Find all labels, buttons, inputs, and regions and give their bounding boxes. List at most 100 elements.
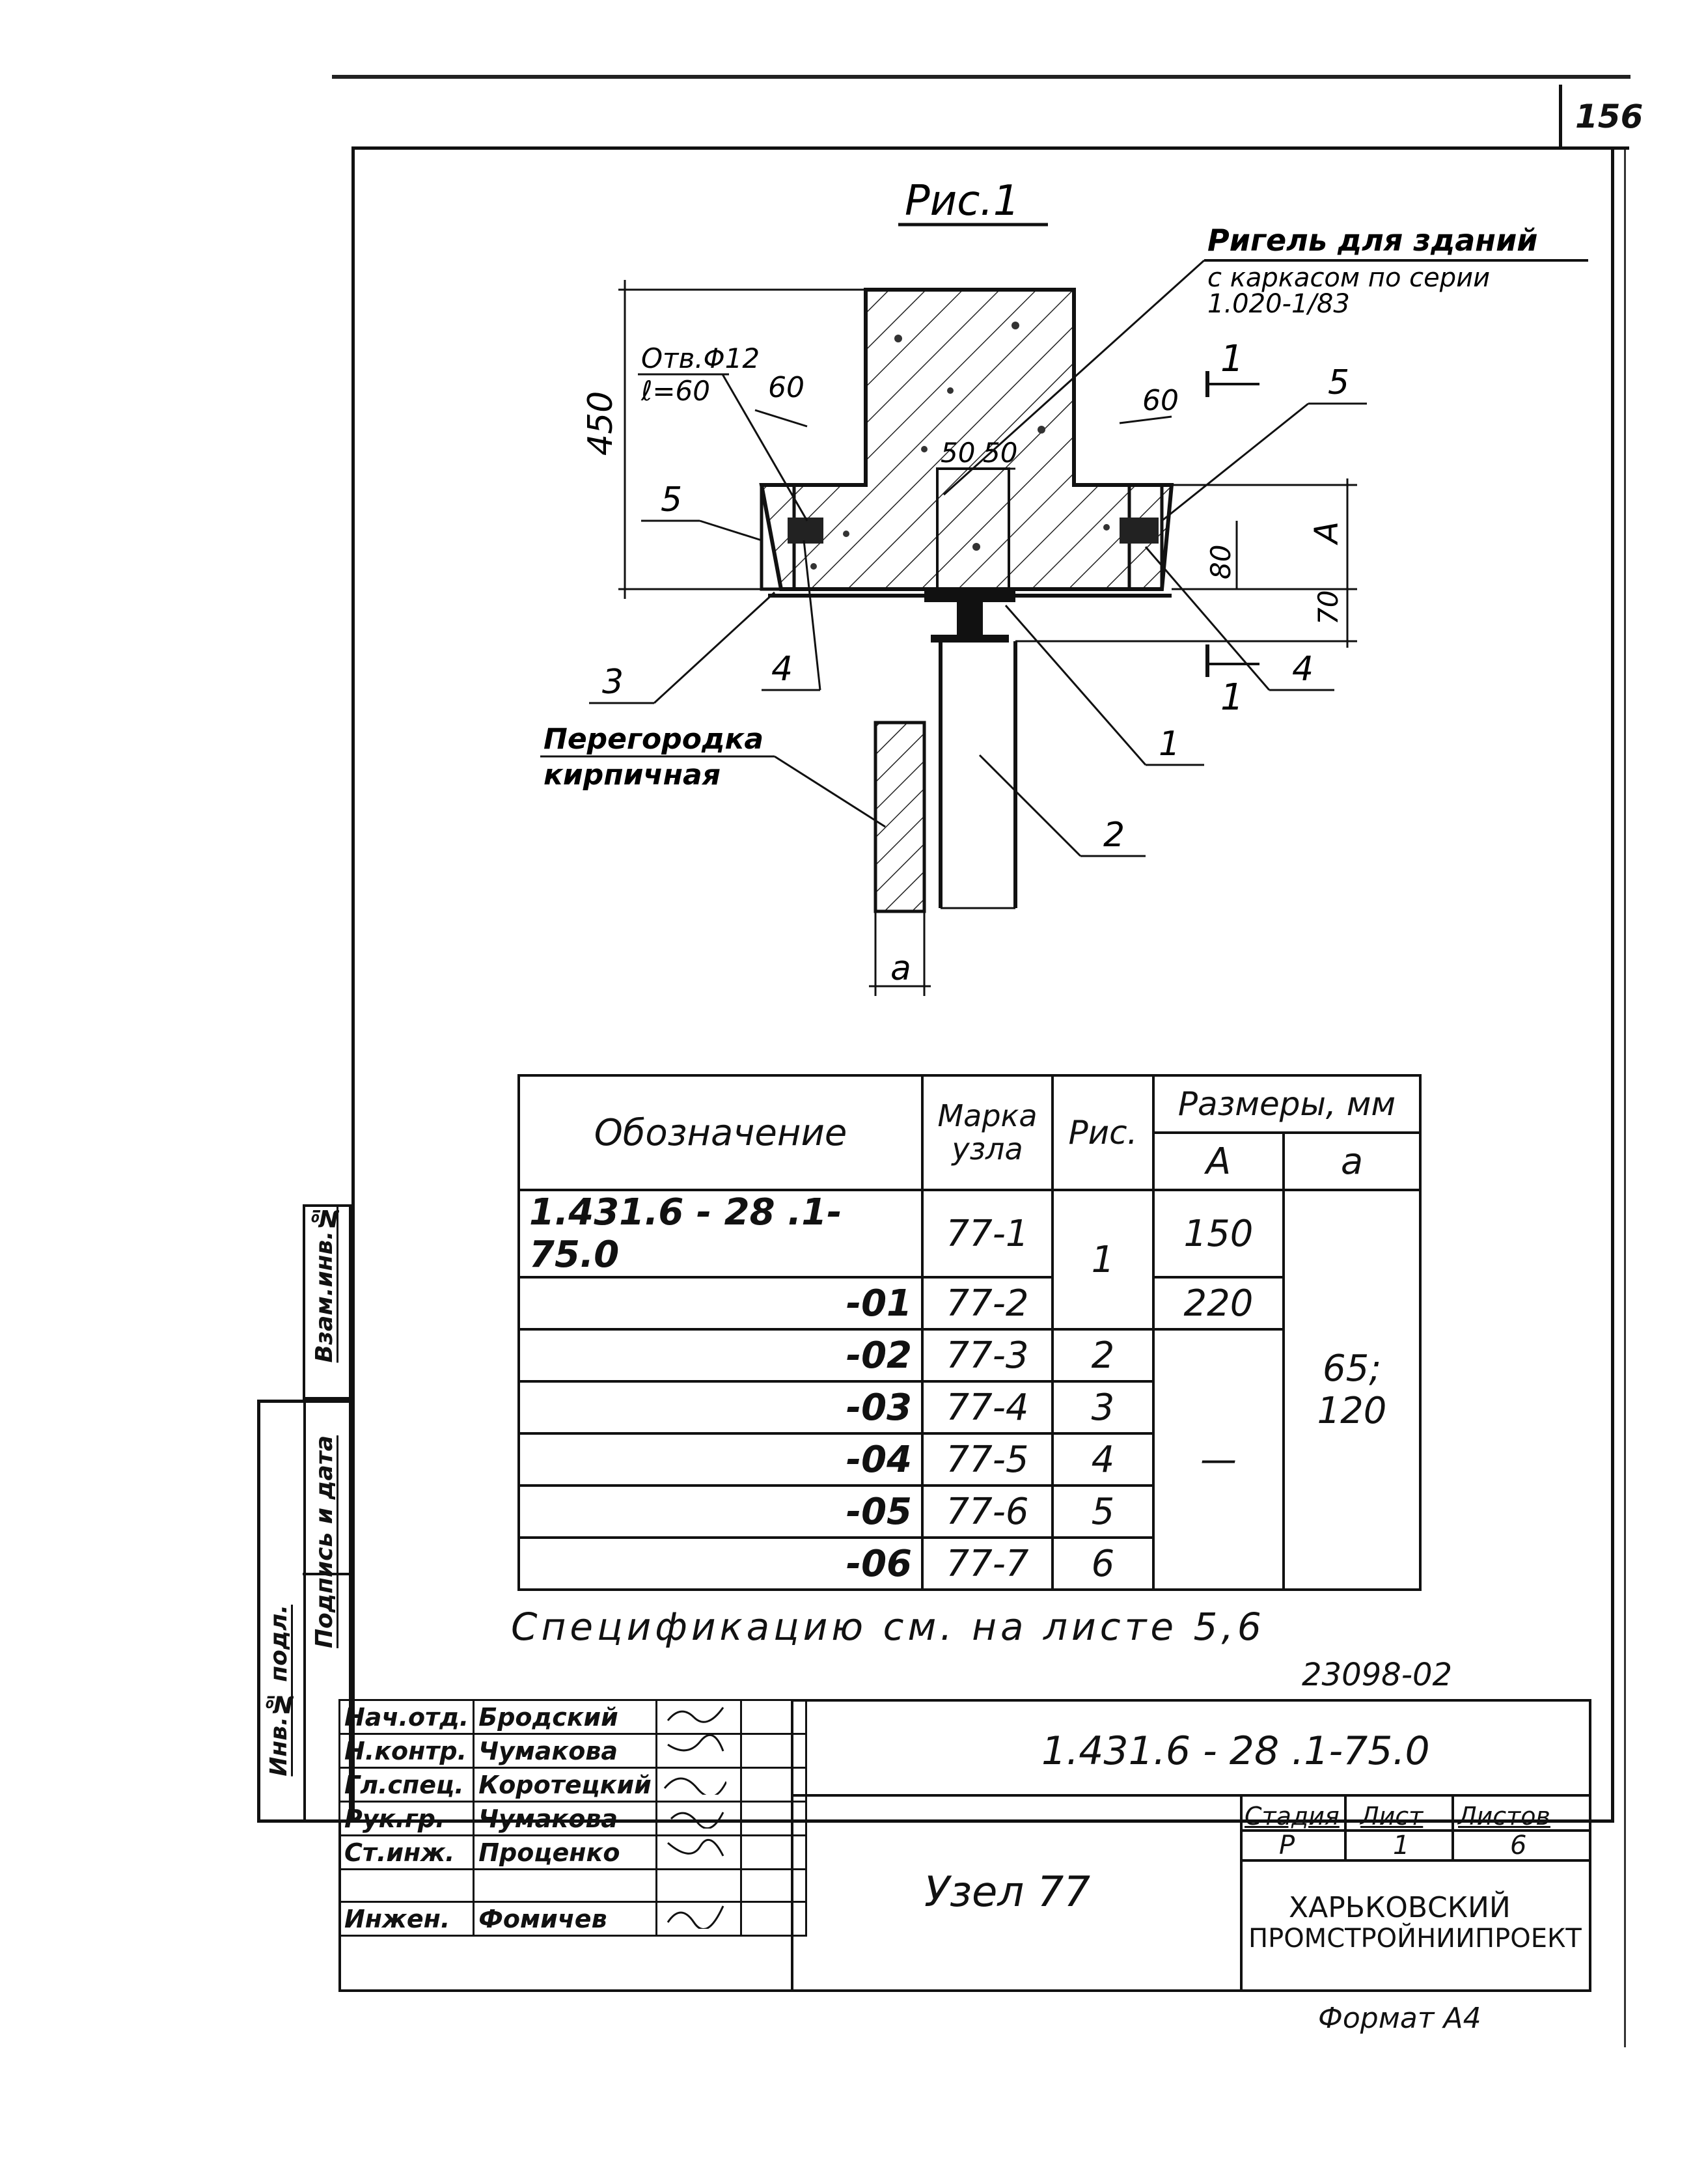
partition-label-1: Перегородка [543,723,764,756]
page-number: 156 [1575,98,1644,135]
row-mark: 77-5 [921,1432,1054,1487]
dim-50-a: 50 [941,437,975,469]
row-mark: 77-2 [921,1276,1054,1331]
row-mark: 77-6 [921,1484,1054,1539]
staff-role: Инжен. [338,1901,475,1937]
header-designation: Обозначение [517,1074,924,1191]
staff-role [338,1868,475,1903]
dim-70: 70 [1312,590,1344,625]
table-row: -01 77-2 220 [517,1276,1420,1331]
header-fig: Рис. [1051,1074,1155,1191]
partition-label-2: кирпичная [543,758,721,792]
dim-50-b: 50 [983,437,1017,469]
sheets-value: 6 [1510,1831,1527,1860]
callout-1: 1 [1159,725,1180,764]
row-fig: 2 [1051,1328,1155,1383]
row-fig: 4 [1051,1432,1155,1487]
rigel-sub-2: 1.020-1/83 [1207,289,1350,319]
side-col-inv [260,1403,306,1819]
row-code: -03 [517,1380,924,1435]
table-row: -02 77-3 2 — [517,1328,1420,1591]
row-fig: 6 [1051,1536,1155,1591]
staff-name [473,1868,657,1903]
side-inv-dup-frame [303,1204,351,1400]
staff-name: Проценко [473,1834,657,1870]
staff-signature [655,1834,742,1870]
paper-format: Формат А4 [1318,2002,1481,2035]
table-row: -06 77-7 6 [517,1536,1420,1591]
page-number-box [1559,85,1629,150]
staff-name: Коротецкий [473,1767,657,1803]
stage-label: Стадия [1245,1802,1340,1831]
staff-role: Нач.отд. [338,1699,475,1735]
a-value-merged: 65; 120 [1282,1189,1422,1591]
figure-title: Рис.1 [905,177,1019,225]
hole-label-2: ℓ=60 [640,375,710,407]
row-fig: 3 [1051,1380,1155,1435]
header-A: A [1152,1131,1285,1191]
callout-4-right: 4 [1292,650,1314,689]
header-node-mark: Марка узла [921,1074,1054,1191]
org-name-1: ХАРЬКОВСКИЙ [1289,1891,1511,1924]
doc-code-cell [791,1699,1591,1797]
side-strip: Инв.№ подл. Подпись и дата [257,1400,355,1823]
staff-name: Чумакова [473,1801,657,1836]
row-code: 1.431.6 - 28 .1-75.0 [517,1189,924,1279]
doc-code: 1.431.6 - 28 .1-75.0 [1041,1728,1430,1774]
spec-table: Обозначение Марка узла Рис. Размеры, мм … [517,1074,1422,1591]
row-A: 220 [1152,1276,1285,1331]
rigel-sub-1: с каркасом по серии [1207,263,1490,293]
row-fig-merged: 1 [1051,1189,1155,1331]
table-row: -03 77-4 3 [517,1380,1420,1435]
staff-signature [655,1767,742,1803]
table-row: 1.431.6 - 28 .1-75.0 77-1 1 150 65; 120 [517,1189,1422,1591]
section-mark-bottom: 1 [1220,676,1244,719]
callout-5-left: 5 [661,480,682,519]
header-node-mark-1: Марка [937,1098,1038,1134]
row-code: -02 [517,1328,924,1383]
header-sizes: Размеры, мм [1152,1074,1422,1134]
callout-3: 3 [602,663,624,702]
sheet-value: 1 [1393,1831,1410,1860]
hole-label-1: Отв.Φ12 [641,342,760,374]
title-block-staff: Нач.отд.Бродский Н.контр.Чумакова Гл.спе… [338,1699,807,1937]
row-mark: 77-1 [921,1189,1054,1279]
sheet-label: Лист [1360,1802,1424,1831]
dim-60-left: 60 [768,371,805,404]
archive-number: 23098-02 [1302,1657,1453,1693]
row-mark: 77-3 [921,1328,1054,1383]
staff-name: Чумакова [473,1733,657,1769]
dim-450: 450 [581,391,620,456]
title-block-right [791,1699,1591,1823]
a-value-2: 120 [1317,1390,1387,1432]
row-code: -01 [517,1276,924,1331]
org-name-2: ПРОМСТРОЙНИИПРОЕКТ [1248,1924,1582,1954]
dim-a: a [890,949,911,988]
side-inv-orig: Инв.№ подл. [266,1605,292,1776]
section-mark-top: 1 [1220,338,1244,380]
row-code: -05 [517,1484,924,1539]
side-inv-dup-box [303,1400,351,1575]
callout-5-right: 5 [1328,363,1349,402]
staff-signature [655,1901,742,1937]
stage-value: Р [1279,1831,1295,1860]
side-col-sign [306,1403,351,1819]
row-code: -04 [517,1432,924,1487]
a-value-1: 65; [1322,1348,1382,1390]
row-A: 150 [1152,1189,1285,1279]
top-rule [332,75,1630,79]
title-block-bottom [338,1823,1591,1992]
callout-2: 2 [1103,816,1125,855]
callout-4-left: 4 [771,650,793,689]
dim-A: A [1308,521,1345,546]
table-row: -04 77-5 4 [517,1432,1420,1487]
staff-signature [655,1733,742,1769]
dim-60-right: 60 [1142,384,1179,417]
spec-note: Спецификацию см. на листе 5,6 [511,1605,1265,1649]
header-node-mark-2: узла [952,1131,1023,1167]
row-code: -06 [517,1536,924,1591]
table-row: -05 77-6 5 [517,1484,1420,1539]
sheets-label: Листов [1458,1802,1550,1831]
brick-partition [874,721,926,913]
